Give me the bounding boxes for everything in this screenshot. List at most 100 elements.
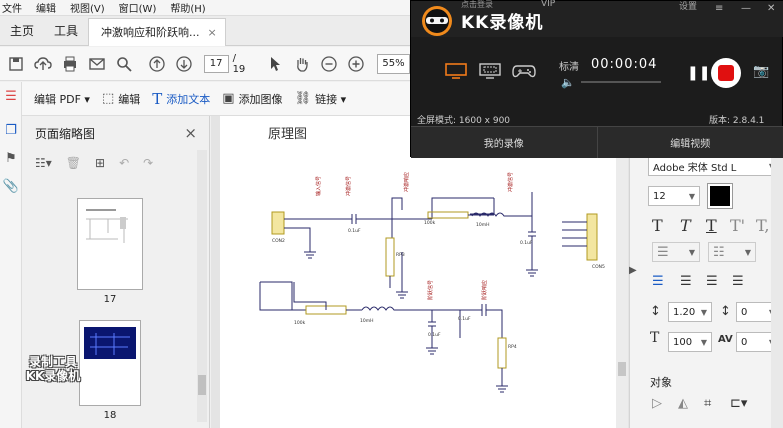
edit-video-button[interactable]: 编辑视频: [598, 127, 783, 158]
thumbnail-tools: ☷▾ 🗑 ⊞ ↶ ↷: [23, 150, 209, 176]
numbered-list-select[interactable]: ☷▼: [708, 242, 756, 262]
align-justify-icon[interactable]: ☰: [732, 274, 744, 289]
print-icon[interactable]: [60, 54, 79, 74]
rotate-right-icon[interactable]: ↷: [143, 156, 154, 170]
thumbnail-scrollbar[interactable]: [197, 150, 207, 422]
edit-button[interactable]: ⬚编辑: [102, 91, 140, 107]
bookmark-icon[interactable]: ⚑: [5, 150, 17, 166]
save-icon[interactable]: [6, 54, 25, 74]
kk-volume-slider[interactable]: [581, 81, 661, 83]
delete-icon[interactable]: 🗑: [65, 156, 82, 170]
svg-text:100k: 100k: [294, 320, 306, 326]
close-panel-icon[interactable]: ×: [184, 124, 197, 142]
kk-volume-icon[interactable]: 🔈: [561, 76, 575, 89]
menu-edit[interactable]: 编辑: [36, 4, 56, 15]
attachment-icon[interactable]: 📎: [2, 178, 20, 194]
edit-pdf-side-icon[interactable]: ☰: [5, 88, 17, 104]
kk-quality-select[interactable]: 标清: [559, 62, 579, 73]
thumbnail-scroll-thumb[interactable]: [198, 375, 206, 395]
align-center-icon[interactable]: ☰: [680, 274, 692, 289]
kk-settings-link[interactable]: 设置: [679, 2, 698, 12]
document-scrollbar[interactable]: [616, 116, 628, 428]
bullet-list-select[interactable]: ☰▼: [652, 242, 700, 262]
kk-menu-icon[interactable]: ≡: [715, 3, 724, 14]
crop-icon[interactable]: ⌗: [704, 396, 712, 411]
line-spacing-value: 1.20: [673, 306, 696, 318]
kk-screenshot-camera-icon[interactable]: 📷: [753, 64, 770, 79]
object-section-title: 对象: [650, 376, 672, 389]
kk-version: 版本: 2.8.4.1: [709, 116, 765, 126]
document-tab[interactable]: 冲激响应和阶跃响... ×: [88, 17, 226, 46]
menu-file[interactable]: 文件: [2, 4, 22, 15]
align-right-icon[interactable]: ☰: [706, 274, 718, 289]
menu-help[interactable]: 帮助(H): [170, 4, 206, 15]
edit-icon: ⬚: [101, 91, 115, 106]
tab-home[interactable]: 主页: [10, 24, 35, 38]
menu-view[interactable]: 视图(V): [70, 4, 105, 15]
document-heading: 原理图: [268, 127, 308, 142]
thumbnail-page-18[interactable]: [79, 320, 141, 406]
document-scroll-thumb[interactable]: [618, 362, 626, 376]
thumbnail-page-17[interactable]: [77, 198, 143, 290]
align-left-icon[interactable]: ☰: [652, 274, 664, 289]
superscript-icon[interactable]: T': [730, 216, 746, 235]
hand-icon[interactable]: [292, 54, 311, 74]
document-page[interactable]: [220, 116, 620, 428]
kk-vip-badge[interactable]: VIP: [541, 0, 556, 9]
kk-minimize-icon[interactable]: —: [741, 3, 751, 14]
svg-text:输入信号: 输入信号: [315, 176, 322, 196]
rotate-left-icon[interactable]: ↶: [119, 156, 130, 170]
link-label: 链接 ▾: [315, 92, 347, 106]
zoom-level-select[interactable]: 55%: [377, 53, 411, 74]
kk-stop-record-button[interactable]: [711, 58, 741, 88]
italic-icon[interactable]: T: [680, 216, 691, 235]
thumbnail-label-18: 18: [103, 410, 117, 421]
page-up-icon[interactable]: [147, 54, 166, 74]
pages-panel-icon[interactable]: ❐: [5, 122, 17, 138]
tab-tools[interactable]: 工具: [54, 24, 79, 38]
search-icon[interactable]: [114, 54, 133, 74]
line-spacing-select[interactable]: 1.20▼: [668, 302, 712, 322]
options-menu-icon[interactable]: ☷▾: [35, 156, 52, 170]
add-image-button[interactable]: ▣添加图像: [222, 91, 282, 107]
svg-text:10mH: 10mH: [476, 222, 490, 228]
page-down-icon[interactable]: [175, 54, 194, 74]
horizontal-scale-select[interactable]: 100▼: [668, 332, 712, 352]
region-mode-icon[interactable]: [477, 61, 503, 81]
close-tab-icon[interactable]: ×: [207, 25, 217, 39]
kk-logo-icon: [422, 6, 452, 36]
thumbnail-panel-title: 页面缩略图: [35, 126, 96, 141]
kk-login-link[interactable]: 点击登录: [461, 0, 493, 9]
flip-horizontal-icon[interactable]: ◭: [678, 396, 688, 411]
zoom-out-icon[interactable]: [319, 54, 338, 74]
game-mode-icon[interactable]: [511, 61, 537, 81]
kk-close-icon[interactable]: ✕: [767, 3, 776, 14]
format-panel-scrollbar[interactable]: [771, 157, 783, 428]
kk-app-name: KK录像机: [461, 13, 544, 33]
page-number-input[interactable]: 17: [203, 54, 229, 73]
line-spacing-icon: ↕: [650, 304, 661, 319]
zoom-in-icon[interactable]: [346, 54, 365, 74]
font-color-swatch[interactable]: [707, 183, 733, 209]
upload-cloud-icon[interactable]: [33, 54, 52, 74]
menu-window[interactable]: 窗口(W): [118, 4, 157, 15]
arrange-icon[interactable]: ⊏▾: [730, 396, 748, 411]
panel-collapse-icon[interactable]: ▶: [629, 265, 637, 276]
font-family-select[interactable]: Adobe 宋体 Std L▼: [648, 156, 780, 176]
stop-icon: [718, 65, 734, 81]
page-layout-icon[interactable]: ⊞: [95, 156, 106, 170]
fullscreen-mode-icon[interactable]: [443, 61, 469, 81]
underline-icon[interactable]: T: [706, 216, 717, 235]
mail-icon[interactable]: [87, 54, 106, 74]
text-style-icon[interactable]: T: [652, 216, 663, 235]
subscript-icon[interactable]: T,: [756, 216, 770, 235]
edit-pdf-menu[interactable]: 编辑 PDF ▾: [34, 91, 90, 107]
flip-vertical-icon[interactable]: ▷: [652, 396, 662, 411]
font-size-select[interactable]: 12▼: [648, 186, 700, 206]
chevron-down-icon: ▼: [688, 191, 695, 201]
pointer-icon[interactable]: [265, 54, 284, 74]
kk-pause-button[interactable]: ❚❚: [687, 65, 711, 81]
my-recordings-button[interactable]: 我的录像: [411, 127, 598, 158]
link-menu[interactable]: ⛓链接 ▾: [295, 91, 347, 107]
